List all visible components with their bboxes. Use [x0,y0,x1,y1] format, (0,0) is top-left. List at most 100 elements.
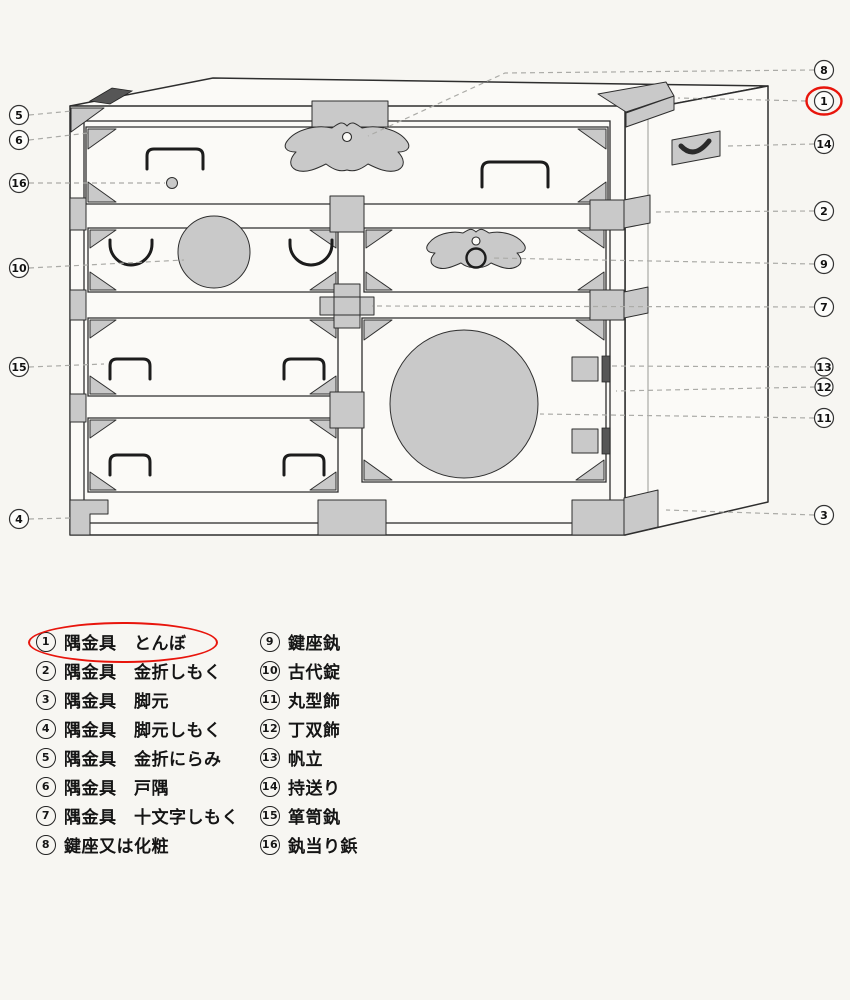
callout-3-number: 3 [820,509,828,522]
callout-line-12 [615,386,816,392]
callout-line-10 [28,259,185,269]
callout-8-circle [813,59,835,81]
callout-line-13 [611,365,816,368]
callout-16-number: 16 [11,177,27,190]
callout-8-number: 8 [820,64,828,77]
legend-num-13: 13 [260,747,280,768]
legend-item-3: 3 隅金具 脚元 [36,685,239,714]
legend-label-3: 隅金具 脚元 [64,692,169,711]
legend-num-7: 7 [36,805,56,826]
legend-label-14: 持送り [288,779,341,798]
legend-label-8: 鍵座又は化粧 [64,837,169,856]
chest-body [69,77,769,536]
callout-14: 14 [813,133,835,155]
legend-num-11: 11 [260,689,280,710]
corner-fittings [70,107,607,491]
legend-item-4: 4 隅金具 脚元しもく [36,714,239,743]
legend-label-1: 隅金具 とんぼ [64,634,187,653]
legend-num-5: 5 [36,747,56,768]
callout-6-circle [8,129,30,151]
hinge-pins [601,355,611,455]
callout-7-circle [813,296,835,318]
legend-num-6: 6 [36,776,56,797]
hinge-plates [571,356,599,454]
callout-13-circle [814,357,834,377]
foot-fittings [69,489,659,536]
keyplate-top-knob [341,131,353,143]
callout-11-circle [813,407,835,429]
callout-line-7 [371,305,815,308]
legend-label-11: 丸型飾 [288,692,341,711]
callout-12-circle [814,377,834,397]
legend-item-1: 1 隅金具 とんぼ [36,627,239,656]
callout-6: 6 [8,129,30,151]
legend-item-8: 8 鍵座又は化粧 [36,830,239,859]
callout-line-6 [28,132,89,141]
callout-10-number: 10 [11,262,27,275]
legend-label-5: 隅金具 金折にらみ [64,750,222,769]
callout-lines [28,69,816,520]
legend-column-left: 1 隅金具 とんぼ 2 隅金具 金折しもく 3 隅金具 脚元 4 隅金具 脚元し… [36,627,239,859]
legend-item-13: 13 帆立 [260,743,358,772]
legend-label-10: 古代錠 [288,663,341,682]
antique-lock-disc [177,215,251,289]
legend-label-9: 鍵座釻 [288,634,341,653]
callout-1-red-highlight [805,86,843,116]
callout-4-circle [8,508,30,530]
legend-item-11: 11 丸型飾 [260,685,358,714]
legend-label-4: 隅金具 脚元しもく [64,721,222,740]
callout-3: 3 [813,504,835,526]
legend-num-16: 16 [260,834,280,855]
legend-num-3: 3 [36,689,56,710]
legend-item-10: 10 古代錠 [260,656,358,685]
callout-line-1 [677,97,807,102]
legend-item-2: 2 隅金具 金折しもく [36,656,239,685]
side-handle [671,130,721,166]
callout-3-circle [813,504,835,526]
stud-rivet [166,177,178,189]
legend-label-13: 帆立 [288,750,323,769]
callout-line-8 [367,69,815,137]
legend-num-15: 15 [260,805,280,826]
callout-12-number: 12 [816,381,831,394]
legend-item-12: 12 丁双飾 [260,714,358,743]
tansu-fittings-diagram: 8 1 14 2 9 7 13 12 [8,59,843,536]
callout-10: 10 [8,257,30,279]
legend-item-7: 7 隅金具 十文字しもく [36,801,239,830]
callout-14-circle [813,133,835,155]
round-ornament-disc [389,329,539,479]
legend-num-10: 10 [260,660,280,681]
rail-fittings [69,100,651,429]
legend-item-6: 6 隅金具 戸隅 [36,772,239,801]
tonbo-top-left-fitting [88,87,134,105]
callout-8: 8 [813,59,835,81]
keyplate-ring [426,228,526,269]
callout-13-number: 13 [816,361,831,374]
legend-column-right: 9 鍵座釻 10 古代錠 11 丸型飾 12 丁双飾 13 帆立 14 持送り … [260,627,358,859]
drawer-handles [108,147,550,477]
callout-1: 1 [805,86,843,116]
keyplate-pull-ring [465,247,487,269]
callout-2: 2 [813,200,835,222]
keyplate-ring-knob [471,236,481,246]
callout-9-number: 9 [820,258,828,271]
callout-11: 11 [813,407,835,429]
callout-15: 15 [8,356,30,378]
legend-label-2: 隅金具 金折しもく [64,663,222,682]
callout-16-circle [8,172,30,194]
callout-7: 7 [813,296,835,318]
legend-num-2: 2 [36,660,56,681]
callout-2-number: 2 [820,205,828,218]
callout-11-number: 11 [816,412,831,425]
legend-num-9: 9 [260,631,280,652]
callout-5: 5 [8,104,30,126]
callout-14-number: 14 [816,138,832,151]
legend-item-5: 5 隅金具 金折にらみ [36,743,239,772]
legend-label-6: 隅金具 戸隅 [64,779,169,798]
callout-7-number: 7 [820,301,828,314]
legend-item-16: 16 釻当り鋲 [260,830,358,859]
legend-num-4: 4 [36,718,56,739]
callout-9: 9 [813,253,835,275]
callout-5-number: 5 [15,109,23,122]
